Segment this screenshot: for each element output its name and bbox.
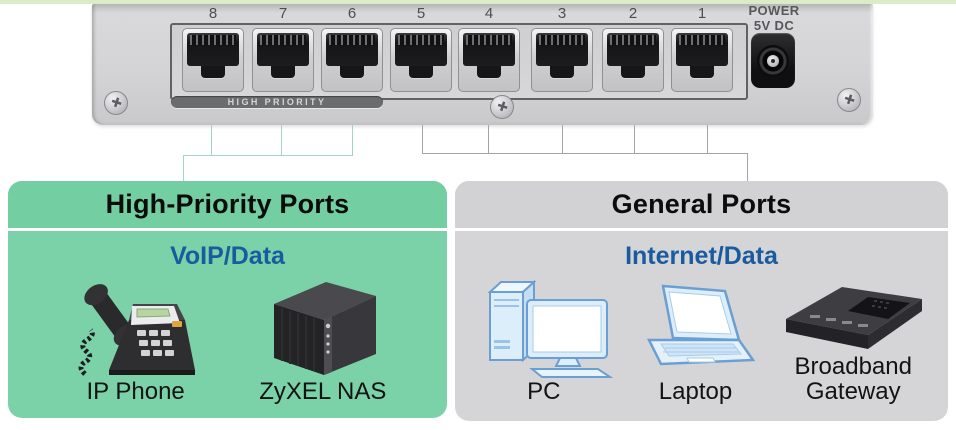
connector-line-green-horizontal xyxy=(183,155,353,156)
power-label-line1: POWER xyxy=(748,3,800,18)
port-number: 2 xyxy=(628,5,638,22)
port-number: 3 xyxy=(557,5,567,22)
device-zyxel-nas: ZyXEL NAS xyxy=(259,274,386,405)
rj45-jack xyxy=(463,33,515,66)
rj45-clip-slot xyxy=(477,66,501,78)
rj45-port-8 xyxy=(182,28,244,92)
connector-line-port4 xyxy=(488,125,489,154)
ip-phone-image xyxy=(78,284,195,376)
rj45-jack xyxy=(536,33,588,66)
connector-line-port5 xyxy=(422,125,423,154)
dc-power-ring xyxy=(757,44,789,77)
connector-line-green-drop xyxy=(183,156,184,181)
device-label: Broadband Gateway xyxy=(794,353,912,405)
rj45-pins xyxy=(190,35,236,45)
dc-power-pin xyxy=(767,54,779,67)
laptop-image xyxy=(646,284,755,366)
screw-icon: ✚ xyxy=(490,95,514,119)
rj45-jack xyxy=(676,33,728,66)
power-label-line2: 5V DC xyxy=(753,18,795,33)
connector-line-port2 xyxy=(634,125,635,154)
rj45-jack xyxy=(326,33,378,66)
switch-rear-panel: 8 7 6 5 4 3 2 1 HIGH PRIORITY ✚ ✚ ✚ POWE… xyxy=(92,3,873,125)
rj45-port-5 xyxy=(390,28,452,92)
general-devices: PC Laptop xyxy=(455,274,948,405)
rj45-pins xyxy=(398,35,444,45)
connector-line-gray-horizontal xyxy=(422,153,748,154)
connector-line-port3 xyxy=(562,125,563,154)
rj45-jack xyxy=(607,33,659,66)
rj45-clip-slot xyxy=(690,66,714,78)
rj45-clip-slot xyxy=(271,66,295,78)
screw-icon: ✚ xyxy=(837,88,861,112)
voip-data-subtitle: VoIP/Data xyxy=(170,242,285,270)
port-number: 8 xyxy=(208,5,218,22)
device-ip-phone: IP Phone xyxy=(69,278,203,405)
rj45-port-1 xyxy=(671,28,733,92)
rj45-jack xyxy=(187,33,239,66)
rj45-clip-slot xyxy=(621,66,645,78)
device-pc: PC xyxy=(470,274,618,405)
rj45-pins xyxy=(260,35,306,45)
device-label: ZyXEL NAS xyxy=(259,378,387,405)
high-priority-badge: HIGH PRIORITY xyxy=(171,96,383,108)
high-priority-panel: High-Priority Ports VoIP/Data xyxy=(8,181,447,418)
rj45-clip-slot xyxy=(340,66,364,78)
high-priority-panel-header: High-Priority Ports xyxy=(8,181,447,231)
top-border-strip xyxy=(0,0,956,4)
rj45-port-6 xyxy=(321,28,383,92)
rj45-port-2 xyxy=(602,28,664,92)
rj45-port-7 xyxy=(252,28,314,92)
rj45-port-3 xyxy=(531,28,593,92)
port-number: 6 xyxy=(347,5,357,22)
connector-line-port8 xyxy=(211,125,212,156)
pc-image xyxy=(487,279,614,378)
high-priority-devices: IP Phone xyxy=(8,274,447,405)
device-broadband-gateway: Broadband Gateway xyxy=(773,279,933,405)
phillips-cross-icon: ✚ xyxy=(108,93,124,112)
internet-data-subtitle: Internet/Data xyxy=(625,242,778,270)
phillips-cross-icon: ✚ xyxy=(841,90,857,109)
rj45-pins xyxy=(679,35,725,45)
rj45-pins xyxy=(466,35,512,45)
connector-line-port7 xyxy=(281,125,282,156)
dc-power-jack xyxy=(751,33,795,88)
device-label: Laptop xyxy=(658,378,733,405)
port-number: 1 xyxy=(697,5,707,22)
general-panel: General Ports Internet/Data PC xyxy=(455,181,948,421)
general-panel-title: General Ports xyxy=(611,189,792,219)
rj45-pins xyxy=(610,35,656,45)
rj45-clip-slot xyxy=(201,66,225,78)
high-priority-panel-title: High-Priority Ports xyxy=(105,189,350,219)
screw-icon: ✚ xyxy=(104,91,128,115)
device-label: IP Phone xyxy=(86,378,185,405)
device-label: PC xyxy=(527,378,561,405)
rj45-pins xyxy=(539,35,585,45)
device-laptop: Laptop xyxy=(629,282,763,405)
port-number: 4 xyxy=(484,5,494,22)
general-panel-header: General Ports xyxy=(455,181,948,231)
rj45-clip-slot xyxy=(550,66,574,78)
rj45-clip-slot xyxy=(409,66,433,78)
rj45-jack xyxy=(257,33,309,66)
nas-image xyxy=(273,282,376,375)
rj45-port-4 xyxy=(458,28,520,92)
connector-line-port1 xyxy=(707,125,708,154)
port-number: 5 xyxy=(416,5,426,22)
power-label: POWER 5V DC xyxy=(724,3,824,33)
rj45-jack xyxy=(395,33,447,66)
connector-line-gray-drop xyxy=(747,154,748,181)
connector-line-port6 xyxy=(352,125,353,156)
port-number: 7 xyxy=(278,5,288,22)
phillips-cross-icon: ✚ xyxy=(494,97,510,116)
broadband-gateway-image xyxy=(786,287,923,350)
rj45-pins xyxy=(329,35,375,45)
